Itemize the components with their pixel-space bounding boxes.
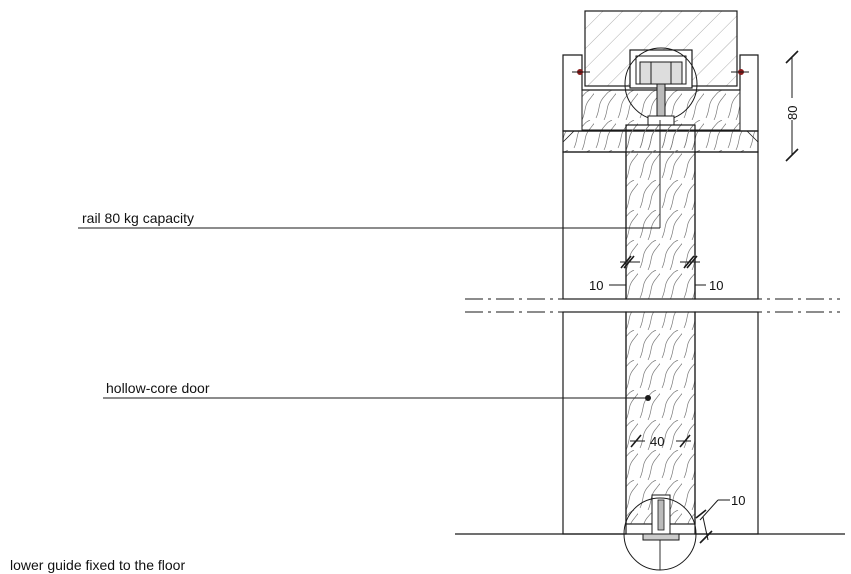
jamb-right-lower <box>694 311 759 535</box>
hanger-bolt <box>656 83 666 117</box>
door-label: hollow-core door <box>106 380 210 396</box>
jamb-left-upper <box>562 151 627 300</box>
guide-label: lower guide fixed to the floor <box>10 557 185 573</box>
dim-header-height: 80 <box>785 106 800 120</box>
rail-label: rail 80 kg capacity <box>82 210 194 226</box>
dim-door-thickness: 40 <box>650 434 664 449</box>
trolley-wheels <box>639 61 683 85</box>
jamb-right-upper <box>694 151 759 300</box>
dim-gap-right: 10 <box>709 278 723 293</box>
door-leaf-lower <box>625 311 696 525</box>
door-leaf-upper <box>625 124 696 300</box>
jamb-left-lower <box>562 311 627 535</box>
dim-floor-gap: 10 <box>731 493 745 508</box>
dim-gap-left: 10 <box>589 278 603 293</box>
